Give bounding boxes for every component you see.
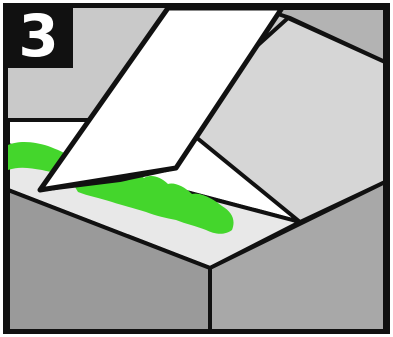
step-number-badge: 3 (4, 4, 73, 68)
